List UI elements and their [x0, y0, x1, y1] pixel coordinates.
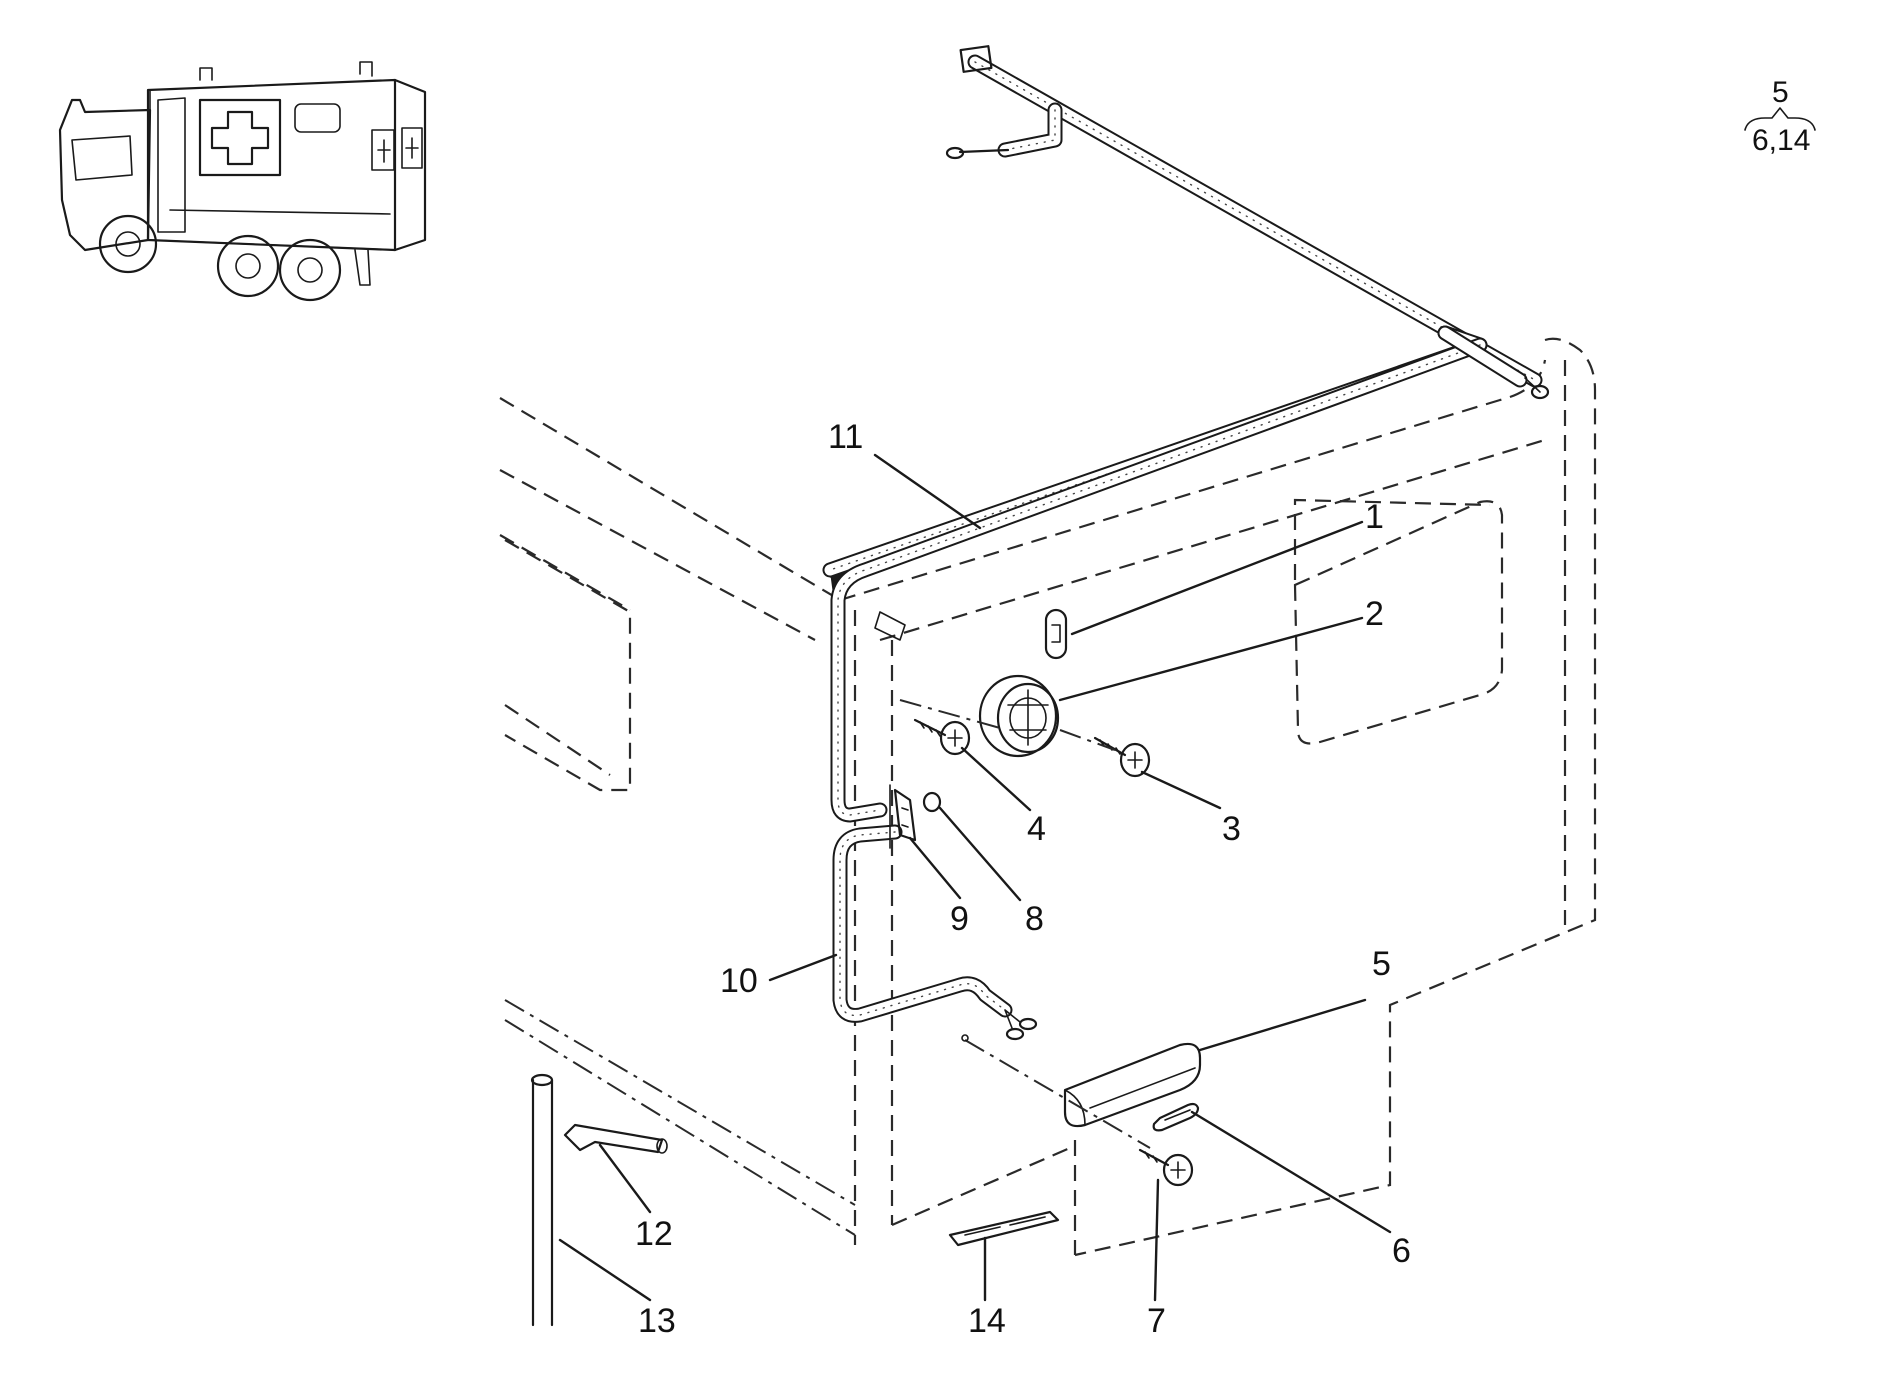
callout-3: 3	[1222, 810, 1241, 848]
part-screw-4	[913, 718, 971, 756]
part-rod	[530, 1073, 554, 1327]
part-bulb	[1044, 608, 1068, 660]
leader-lines	[558, 453, 1392, 1302]
callout-11: 11	[828, 418, 863, 456]
callout-13: 13	[638, 1302, 676, 1340]
part-bracket	[889, 784, 917, 849]
callout-9: 9	[950, 900, 969, 938]
callout-14: 14	[968, 1302, 1006, 1340]
callout-10: 10	[720, 962, 758, 1000]
assembly-parent: 5	[1772, 76, 1789, 109]
assembly-children: 6,14	[1752, 124, 1810, 157]
callout-5: 5	[1372, 945, 1391, 983]
part-lamp-housing	[978, 674, 1060, 758]
callout-4: 4	[1027, 810, 1046, 848]
callout-6: 6	[1392, 1232, 1411, 1270]
assembly-reference: 5 6,14	[1744, 76, 1816, 157]
part-hex-key	[563, 1123, 668, 1154]
callout-8: 8	[1025, 900, 1044, 938]
part-screw-3	[1093, 736, 1151, 778]
cable-harness-lower	[832, 824, 1038, 1041]
part-grommet	[922, 791, 942, 813]
vehicle-body-outline	[499, 337, 1597, 1257]
callout-12: 12	[635, 1215, 673, 1253]
part-gasket	[1152, 1102, 1200, 1132]
part-marker-lamp	[1063, 1042, 1202, 1128]
part-label-plate	[948, 1210, 1060, 1247]
callout-1: 1	[1365, 498, 1384, 536]
part-screw-7	[1138, 1148, 1194, 1187]
cable-harness-roof	[822, 45, 1550, 823]
callout-numbers: 1 2 3 4 5 6 7 8 9 10 11 12 13 14	[635, 418, 1411, 1340]
ambulance-truck-icon	[58, 61, 427, 302]
callout-2: 2	[1365, 595, 1384, 633]
callout-7: 7	[1147, 1302, 1166, 1340]
axis-lines	[899, 699, 1151, 1149]
